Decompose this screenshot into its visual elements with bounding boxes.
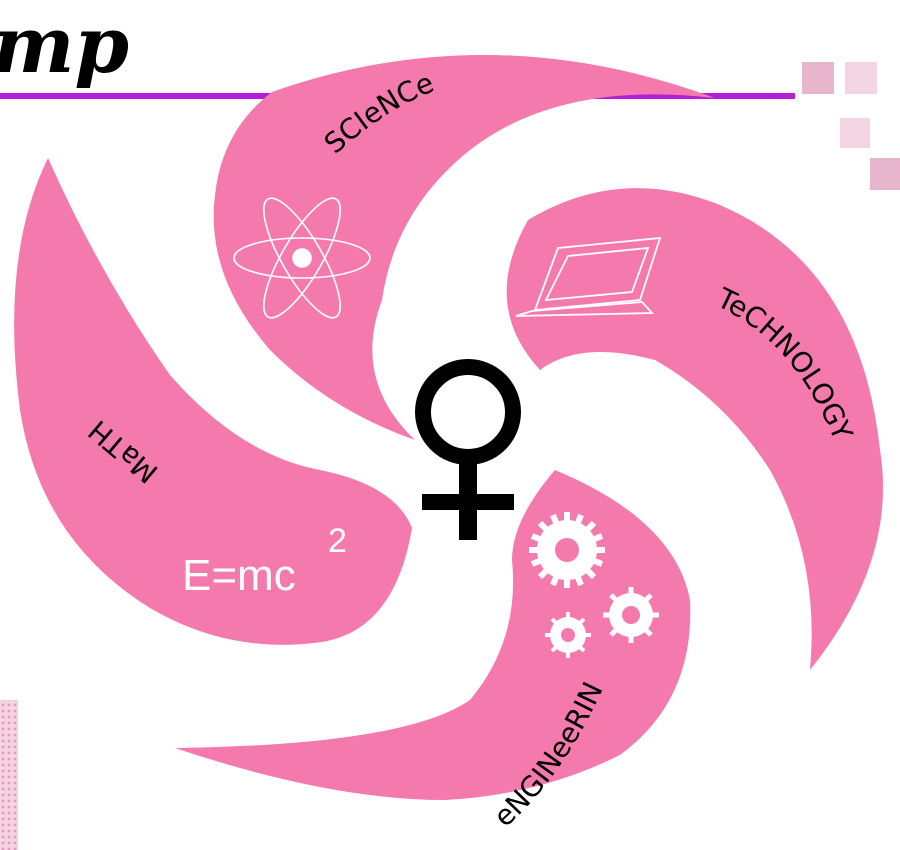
petal-science	[213, 54, 715, 440]
gears-icon	[529, 512, 659, 658]
petal-math	[14, 158, 412, 645]
atom-icon	[233, 197, 371, 319]
decorative-dotted-strip	[0, 700, 18, 850]
decorative-squares	[802, 62, 900, 190]
math-formula-exponent: 2	[328, 522, 347, 560]
page-title-fragment: mp	[0, 0, 129, 91]
math-formula: E=mc	[182, 551, 296, 600]
laptop-icon	[515, 236, 662, 317]
venus-symbol-icon	[415, 359, 521, 540]
petal-technology	[506, 188, 884, 670]
math-formula-base: E=mc	[182, 551, 296, 600]
